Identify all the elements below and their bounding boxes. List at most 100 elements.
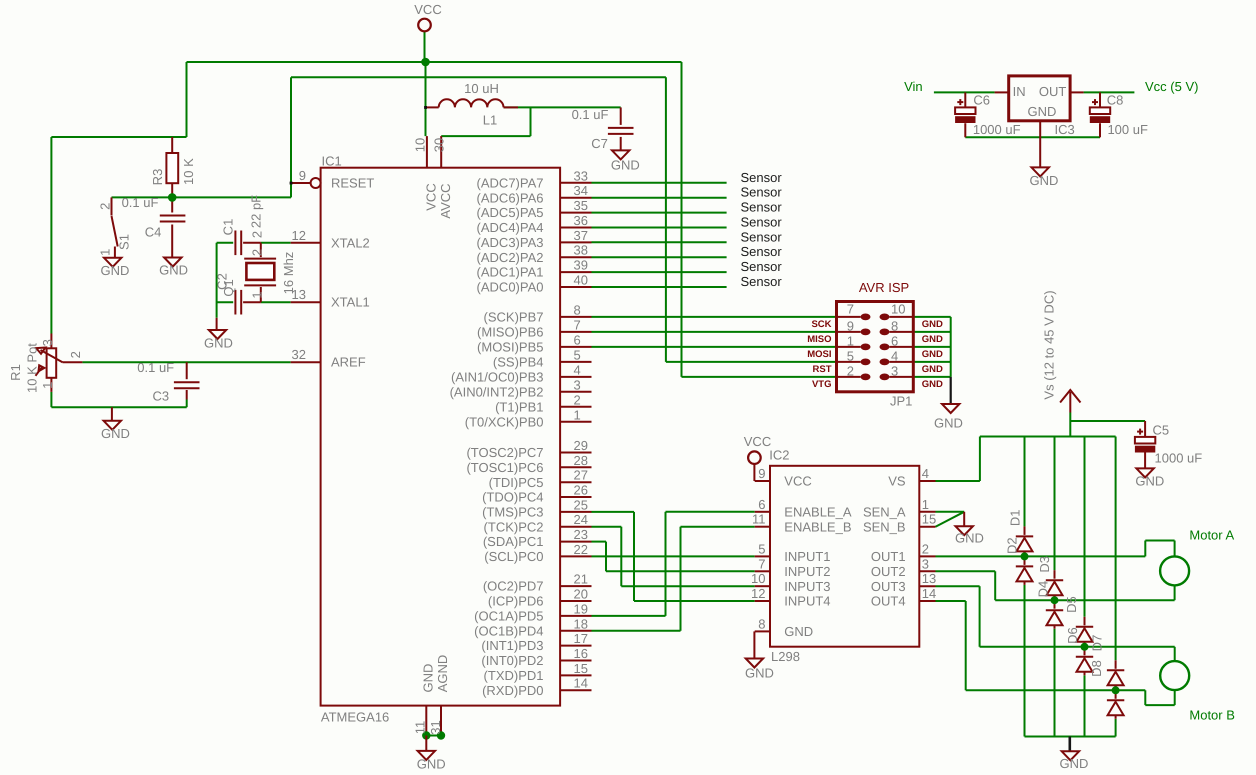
svg-text:12: 12 — [292, 228, 306, 243]
svg-text:(TDI)PC5: (TDI)PC5 — [489, 475, 544, 490]
svg-text:(MISO)PB6: (MISO)PB6 — [477, 325, 543, 340]
svg-text:(TCK)PC2: (TCK)PC2 — [484, 519, 544, 534]
svg-text:MISO: MISO — [807, 334, 831, 345]
svg-text:Sensor: Sensor — [741, 185, 783, 200]
svg-text:XTAL1: XTAL1 — [331, 295, 370, 310]
svg-text:D7: D7 — [1090, 635, 1105, 652]
svg-text:17: 17 — [574, 631, 588, 646]
svg-text:VCC: VCC — [414, 2, 441, 17]
svg-text:4: 4 — [891, 348, 898, 363]
svg-text:9: 9 — [758, 466, 765, 481]
svg-text:2: 2 — [250, 231, 265, 238]
svg-text:R3: R3 — [150, 169, 165, 186]
svg-text:GND: GND — [1135, 474, 1164, 489]
svg-text:15: 15 — [922, 512, 936, 527]
svg-text:38: 38 — [574, 243, 588, 258]
svg-text:GND: GND — [159, 263, 188, 278]
svg-text:(T1)PB1: (T1)PB1 — [495, 399, 543, 414]
svg-text:(TOSC1)PC6: (TOSC1)PC6 — [466, 460, 543, 475]
svg-text:(OC1A)PD5: (OC1A)PD5 — [474, 609, 543, 624]
svg-text:14: 14 — [574, 676, 588, 691]
svg-text:2: 2 — [98, 203, 113, 210]
svg-text:ATMEGA16: ATMEGA16 — [321, 710, 389, 725]
svg-text:C8: C8 — [1107, 93, 1124, 108]
svg-text:VCC: VCC — [784, 474, 811, 489]
svg-text:OUT3: OUT3 — [871, 579, 906, 594]
svg-text:D4: D4 — [1036, 581, 1051, 598]
svg-text:OUT4: OUT4 — [871, 594, 906, 609]
svg-text:GND: GND — [955, 531, 984, 546]
svg-text:R1: R1 — [8, 364, 23, 381]
svg-text:C6: C6 — [973, 93, 990, 108]
svg-text:0.1 uF: 0.1 uF — [122, 195, 159, 210]
svg-text:GND: GND — [1030, 173, 1059, 188]
svg-text:OUT1: OUT1 — [871, 549, 906, 564]
svg-text:1: 1 — [40, 382, 55, 389]
svg-text:IN: IN — [1013, 84, 1026, 99]
svg-text:GND: GND — [1060, 756, 1089, 771]
svg-text:32: 32 — [292, 347, 306, 362]
svg-text:6: 6 — [574, 332, 581, 347]
svg-text:(RXD)PD0: (RXD)PD0 — [482, 683, 543, 698]
svg-text:36: 36 — [574, 213, 588, 228]
svg-text:(ADC6)PA6: (ADC6)PA6 — [477, 190, 544, 205]
svg-text:ENABLE_B: ENABLE_B — [784, 519, 851, 534]
svg-text:(SCL)PC0: (SCL)PC0 — [484, 549, 543, 564]
svg-text:5: 5 — [574, 347, 581, 362]
svg-text:16 Mhz: 16 Mhz — [281, 252, 296, 295]
svg-text:2: 2 — [847, 363, 854, 378]
svg-text:GND: GND — [922, 379, 943, 390]
svg-text:40: 40 — [574, 273, 588, 288]
svg-text:(ICP)PD6: (ICP)PD6 — [488, 594, 544, 609]
svg-text:D6: D6 — [1065, 627, 1080, 644]
svg-text:Sensor: Sensor — [741, 274, 783, 289]
svg-text:(ADC4)PA4: (ADC4)PA4 — [477, 220, 544, 235]
svg-text:1: 1 — [574, 407, 581, 422]
svg-text:(INT0)PD2: (INT0)PD2 — [481, 653, 543, 668]
svg-text:3: 3 — [922, 556, 929, 571]
svg-text:10 K: 10 K — [181, 158, 196, 185]
svg-text:(ADC2)PA2: (ADC2)PA2 — [477, 250, 544, 265]
svg-text:(SDA)PC1: (SDA)PC1 — [483, 534, 544, 549]
svg-text:VCC: VCC — [744, 434, 771, 449]
svg-text:C2: C2 — [215, 273, 230, 290]
svg-text:16: 16 — [574, 646, 588, 661]
svg-text:(SS)PB4: (SS)PB4 — [493, 355, 544, 370]
svg-text:29: 29 — [574, 438, 588, 453]
svg-text:C4: C4 — [145, 225, 162, 240]
svg-text:2: 2 — [250, 249, 265, 256]
svg-text:VS: VS — [888, 474, 906, 489]
svg-text:(ADC0)PA0: (ADC0)PA0 — [477, 280, 544, 295]
svg-text:8: 8 — [891, 318, 898, 333]
svg-text:0.1 uF: 0.1 uF — [137, 360, 174, 375]
svg-text:(AIN1/OC0)PB3: (AIN1/OC0)PB3 — [451, 370, 543, 385]
svg-text:10 uH: 10 uH — [464, 81, 499, 96]
svg-text:10: 10 — [891, 302, 905, 317]
svg-text:Sensor: Sensor — [741, 200, 783, 215]
svg-text:21: 21 — [574, 572, 588, 587]
svg-text:AGND: AGND — [435, 655, 450, 693]
svg-text:IC2: IC2 — [769, 448, 789, 463]
svg-text:C7: C7 — [591, 136, 608, 151]
svg-text:15: 15 — [574, 661, 588, 676]
svg-text:OUT: OUT — [1039, 84, 1067, 99]
svg-text:D8: D8 — [1089, 660, 1104, 677]
svg-text:7: 7 — [847, 302, 854, 317]
svg-text:3: 3 — [891, 363, 898, 378]
svg-text:1: 1 — [250, 291, 265, 298]
svg-text:D2: D2 — [1005, 537, 1020, 554]
svg-text:13: 13 — [922, 571, 936, 586]
svg-text:24: 24 — [574, 512, 588, 527]
svg-text:34: 34 — [574, 183, 588, 198]
svg-text:11: 11 — [752, 512, 766, 527]
svg-text:JP1: JP1 — [890, 394, 912, 409]
svg-text:GND: GND — [101, 426, 130, 441]
svg-text:100 uF: 100 uF — [1107, 122, 1148, 137]
svg-text:0.1 uF: 0.1 uF — [572, 107, 609, 122]
svg-text:7: 7 — [758, 556, 765, 571]
svg-text:GND: GND — [1027, 104, 1056, 119]
svg-text:(OC1B)PD4: (OC1B)PD4 — [474, 623, 543, 638]
svg-text:10: 10 — [413, 138, 428, 152]
svg-text:1: 1 — [98, 249, 113, 256]
svg-text:4: 4 — [574, 362, 581, 377]
